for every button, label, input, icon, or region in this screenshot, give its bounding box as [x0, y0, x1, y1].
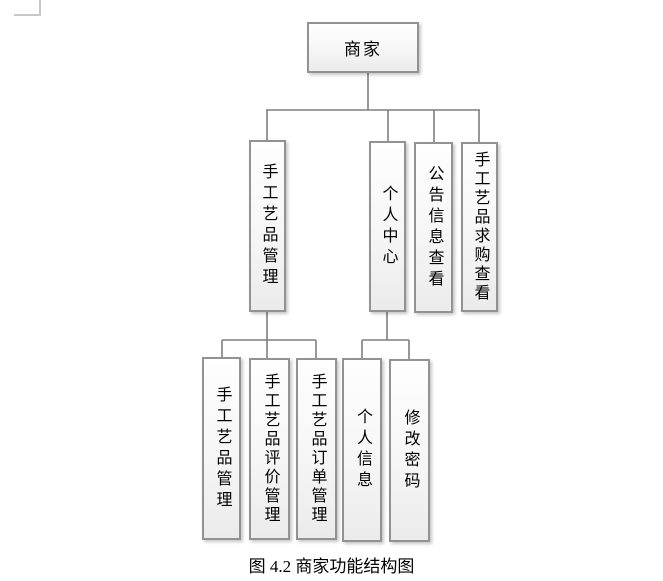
node-change-password-label: 修改密码	[401, 408, 419, 493]
node-merchant: 商家	[307, 22, 419, 73]
node-announcement-info-view-label: 公告信息查看	[425, 164, 443, 291]
node-announcement-info-view: 公告信息查看	[414, 142, 453, 313]
node-handicraft-management-label: 手工艺品管理	[259, 163, 277, 289]
node-handicraft-review-management: 手工艺品评价管理	[249, 358, 290, 540]
node-change-password: 修改密码	[389, 359, 430, 542]
node-personal-info: 个人信息	[342, 358, 382, 542]
node-handicraft-purchase-request-view-label: 手工艺品求购查看	[471, 151, 489, 303]
node-handicraft-purchase-request-view: 手工艺品求购查看	[461, 142, 498, 312]
node-personal-center: 个人中心	[369, 141, 406, 312]
node-merchant-label: 商家	[344, 40, 382, 59]
node-handicraft-review-management-label: 手工艺品评价管理	[261, 373, 279, 525]
node-handicraft-order-management: 手工艺品订单管理	[296, 358, 337, 540]
node-handicraft-management-sub-label: 手工艺品管理	[213, 385, 231, 512]
figure-caption: 图 4.2 商家功能结构图	[248, 557, 415, 576]
connector-handicraft-children	[221, 310, 317, 358]
node-handicraft-order-management-label: 手工艺品订单管理	[308, 373, 326, 525]
connector-root-level2	[266, 73, 480, 142]
node-personal-info-label: 个人信息	[354, 408, 371, 492]
canvas-corner-mark	[14, 0, 41, 16]
connector-personal-children	[361, 311, 410, 359]
node-handicraft-management: 手工艺品管理	[249, 140, 286, 312]
node-handicraft-management-sub: 手工艺品管理	[202, 357, 241, 540]
node-personal-center-label: 个人中心	[379, 184, 397, 269]
